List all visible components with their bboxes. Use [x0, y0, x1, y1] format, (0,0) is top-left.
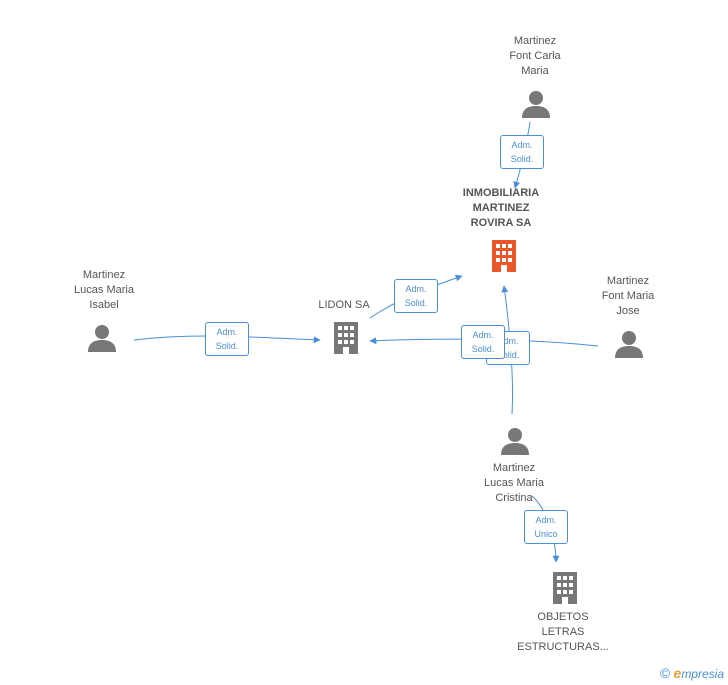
company-label-lidon: LIDON SA	[318, 299, 370, 311]
person-label-font-carla: Martinez Font Carla Maria	[509, 35, 561, 77]
person-icon[interactable]	[500, 426, 530, 456]
person-icon[interactable]	[87, 323, 117, 353]
company-label-objetos: OBJETOS LETRAS ESTRUCTURAS...	[517, 611, 609, 653]
relation-badge[interactable]: Adm. Solid.	[461, 325, 505, 359]
relation-badge[interactable]: Adm. Solid.	[394, 279, 438, 313]
relation-badge[interactable]: Adm. Solid.	[205, 322, 249, 356]
person-icon[interactable]	[521, 89, 551, 119]
relation-badge[interactable]: Adm. Solid.	[500, 135, 544, 169]
company-label-inmobiliaria: INMOBILIARIA MARTINEZ ROVIRA SA	[462, 187, 540, 229]
person-label-isabel: Martinez Lucas Maria Isabel	[74, 269, 134, 311]
brand-initial: e	[673, 665, 682, 681]
building-icon-highlight[interactable]	[489, 238, 519, 272]
person-label-cristina: Martinez Lucas Maria Cristina	[484, 462, 544, 504]
copyright-icon: ©	[659, 665, 671, 681]
brand-name: mpresia	[681, 667, 724, 681]
person-label-jose: Martinez Font Maria Jose	[601, 275, 655, 317]
building-icon[interactable]	[550, 570, 580, 604]
relation-badge[interactable]: Adm. Unico	[524, 510, 568, 544]
person-icon[interactable]	[614, 329, 644, 359]
brand-watermark: © empresia	[660, 665, 724, 681]
building-icon[interactable]	[331, 320, 361, 354]
